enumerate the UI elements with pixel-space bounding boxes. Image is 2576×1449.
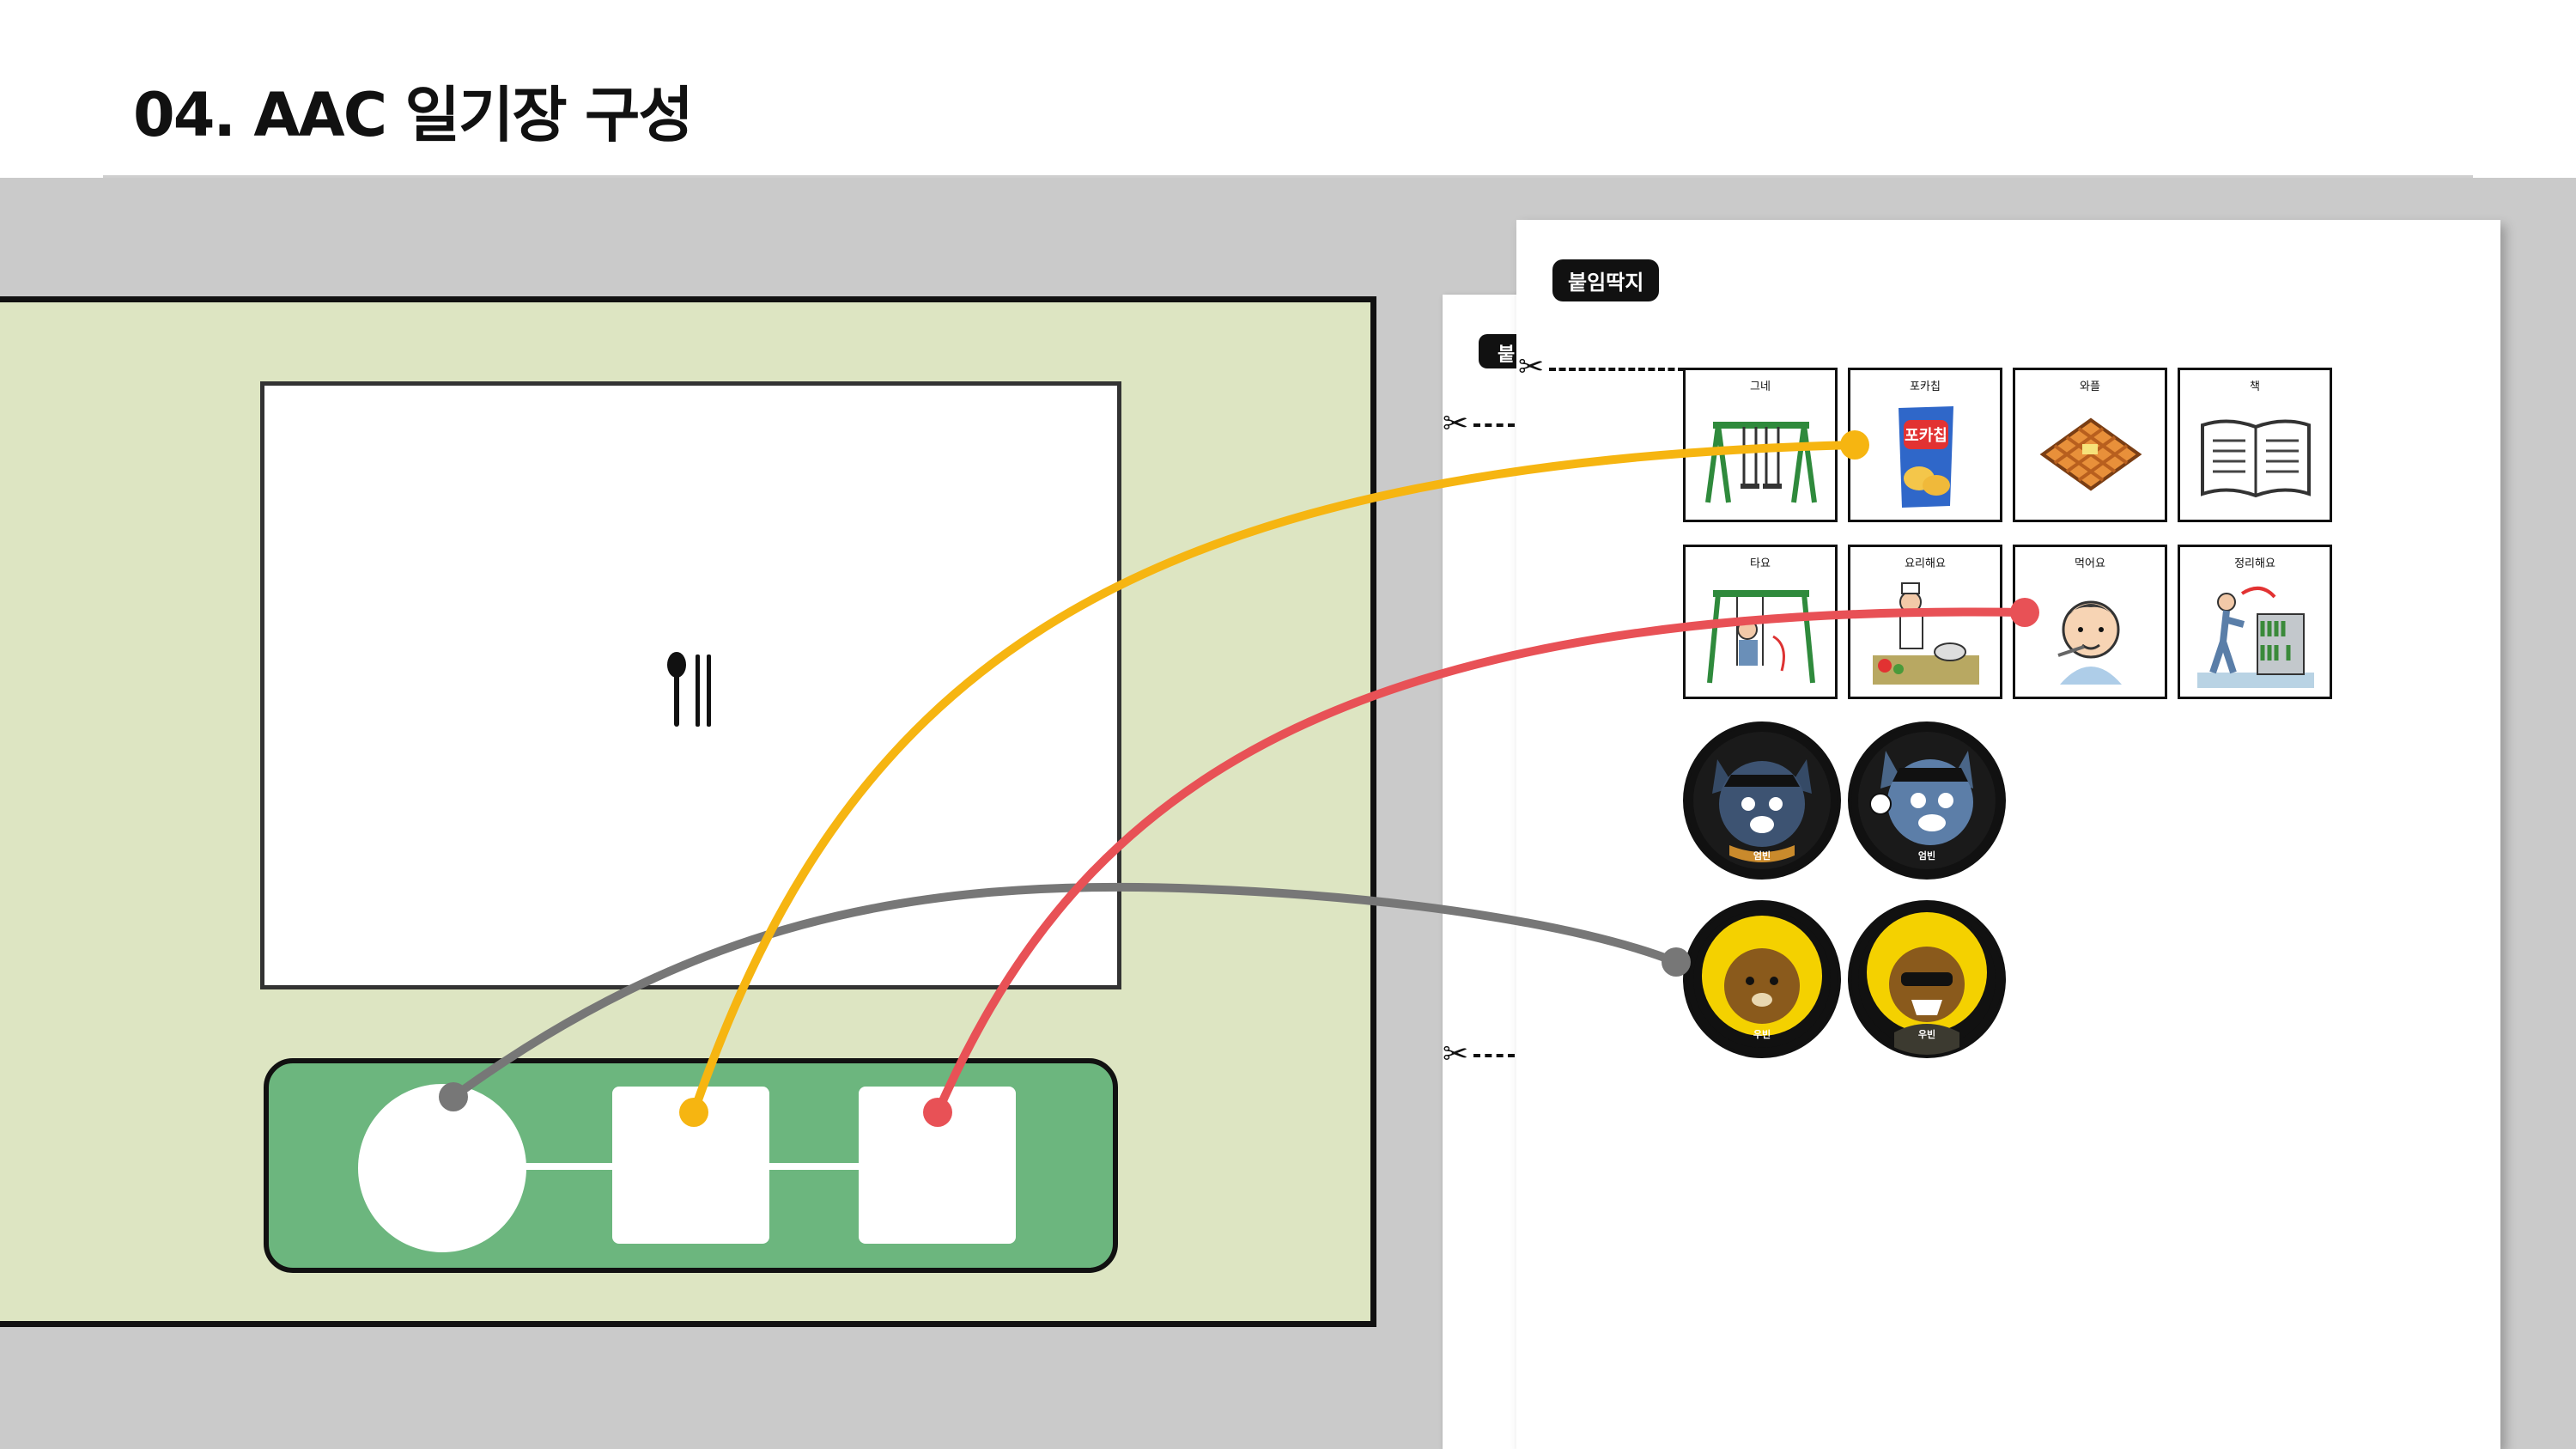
utensils-icon [667, 652, 711, 727]
navy-cat-character-icon [1858, 732, 1996, 869]
card-book[interactable]: 책 [2178, 368, 2332, 522]
card-label: 타요 [1750, 557, 1771, 570]
card-chips[interactable]: 포카칩 포카칩 [1848, 368, 2002, 522]
swing-icon [1705, 422, 1817, 503]
connector-endpoint [2010, 598, 2039, 627]
navy-cat-character-icon [1693, 732, 1831, 869]
card-label: 정리해요 [2234, 557, 2275, 570]
character-label: 엄빈 [1753, 850, 1771, 861]
scissors-icon: ✂ [1518, 350, 1545, 385]
sticker-sheet-back [1443, 295, 1528, 1449]
card-label: 포카칩 [1910, 381, 1941, 393]
card-label: 먹어요 [2075, 557, 2105, 570]
cut-line [1473, 1054, 1515, 1057]
character-sticker[interactable]: 엄빈 [1848, 721, 2006, 880]
character-label: 우빈 [1917, 1029, 1936, 1040]
tidying-up-icon [2197, 587, 2314, 688]
connector-character [451, 882, 1678, 1101]
character-label: 우빈 [1753, 1029, 1771, 1040]
card-tidy[interactable]: 정리해요 [2178, 545, 2332, 699]
connector-endpoint [1840, 430, 1869, 460]
slot-connector [756, 1163, 884, 1170]
connector-endpoint [439, 1082, 468, 1111]
connector-endpoint [923, 1098, 952, 1127]
connector-endpoint [1662, 947, 1691, 977]
slot-connector [515, 1163, 635, 1170]
character-slot[interactable] [358, 1084, 526, 1252]
card-eat[interactable]: 먹어요 [2013, 545, 2167, 699]
character-label: 엄빈 [1917, 850, 1936, 861]
cut-line [1549, 368, 1685, 371]
lion-character-icon [1693, 910, 1831, 1048]
connector-object [690, 441, 1856, 1114]
card-cook[interactable]: 요리해요 [1848, 545, 2002, 699]
page-title: 04. AAC 일기장 구성 [133, 80, 694, 150]
lion-character-icon [1858, 910, 1996, 1055]
card-label: 책 [2250, 381, 2260, 393]
scissors-icon: ✂ [1443, 406, 1469, 441]
sticker-sheet-tab: 붙임딱지 [1552, 259, 1660, 301]
sticker-sheet-back-tab: 붙 [1479, 334, 1520, 368]
card-label: 와플 [2080, 381, 2100, 393]
cut-line [1473, 423, 1515, 427]
svg-text:포카칩: 포카칩 [1905, 427, 1947, 445]
eating-icon [2057, 600, 2122, 685]
book-icon [2201, 419, 2311, 498]
photo-frame [260, 381, 1121, 989]
character-sticker[interactable]: 우빈 [1848, 900, 2006, 1058]
card-label: 요리해요 [1905, 557, 1946, 570]
connector-endpoint [679, 1098, 708, 1127]
title-divider [103, 175, 2473, 178]
card-label: 그네 [1750, 381, 1771, 393]
scissors-icon: ✂ [1443, 1037, 1469, 1072]
waffle-icon [2039, 417, 2142, 491]
cooking-icon [1873, 582, 1979, 685]
character-sticker[interactable]: 엄빈 [1683, 721, 1841, 880]
connector-action [933, 607, 2026, 1115]
character-sticker[interactable]: 우빈 [1683, 900, 1841, 1058]
card-waffle[interactable]: 와플 [2013, 368, 2167, 522]
chips-bag-icon: 포카칩 [1899, 406, 1953, 508]
sticker-sheet-front [1516, 220, 2500, 1449]
